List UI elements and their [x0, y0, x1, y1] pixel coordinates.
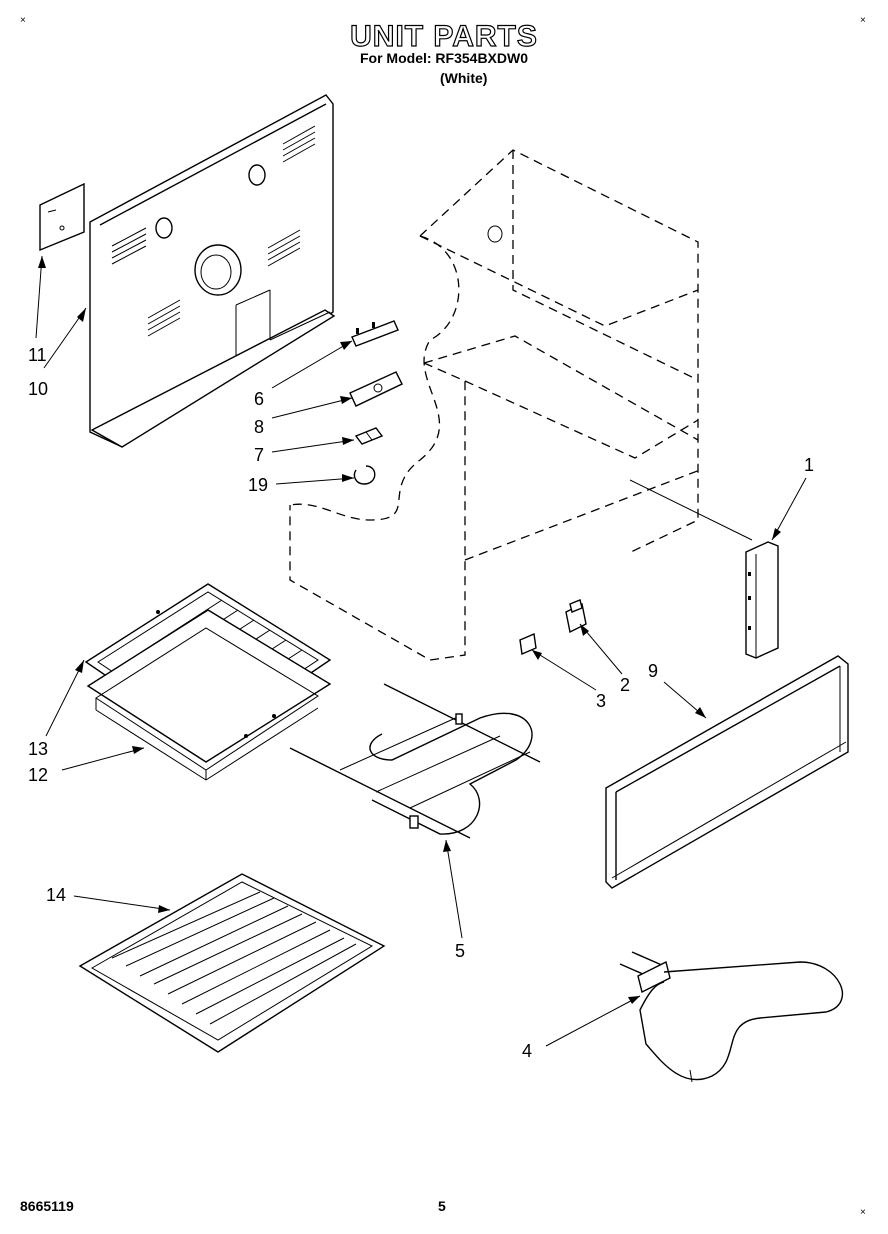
part-10-back-panel-drawing — [89, 94, 336, 448]
part-2-hinge-drawing — [565, 599, 587, 634]
model-variant: (White) — [440, 70, 488, 86]
part-19-grommet-drawing — [353, 465, 376, 485]
part-3-hinge-receptacle-drawing — [519, 632, 537, 656]
part-9-kick-panel-drawing — [605, 655, 849, 889]
callout-14: 14 — [46, 885, 67, 905]
part-1-side-trim-drawing — [745, 541, 779, 659]
part-6-bracket-drawing — [351, 320, 399, 347]
callout-5: 5 — [455, 941, 466, 961]
callout-7: 7 — [254, 445, 265, 465]
part-4-broil-element-drawing — [619, 951, 844, 1083]
part-12-broiler-pan-drawing — [86, 609, 332, 781]
part-8-terminal-block-drawing — [349, 371, 403, 407]
corner-mark-top-right: × — [860, 15, 866, 26]
callout-6: 6 — [254, 389, 265, 409]
callout-leaders — [35, 255, 807, 1047]
callout-13: 13 — [28, 739, 49, 759]
document-number: 8665119 — [20, 1198, 74, 1214]
part-7-clip-drawing — [354, 427, 384, 445]
callout-3: 3 — [596, 691, 607, 711]
callout-10: 10 — [28, 379, 49, 399]
callout-9: 9 — [648, 661, 659, 681]
range-cabinet-outline — [289, 149, 753, 661]
corner-mark-top-left: × — [20, 15, 26, 26]
callout-19: 19 — [248, 475, 269, 495]
callout-2: 2 — [620, 675, 631, 695]
callout-1: 1 — [804, 455, 815, 475]
callout-12: 12 — [28, 765, 49, 785]
corner-mark-bottom-right: × — [860, 1207, 866, 1218]
callout-11: 11 — [28, 345, 47, 365]
callout-8: 8 — [254, 417, 265, 437]
callout-4: 4 — [522, 1041, 533, 1061]
model-line: For Model: RF354BXDW0 — [359, 50, 528, 66]
page-number: 5 — [438, 1198, 446, 1214]
part-5-bake-element-drawing — [289, 683, 541, 839]
part-14-oven-rack-drawing — [78, 873, 386, 1053]
part-11-insulation-drawing — [39, 182, 85, 252]
page-title: UNIT PARTS — [350, 19, 538, 53]
